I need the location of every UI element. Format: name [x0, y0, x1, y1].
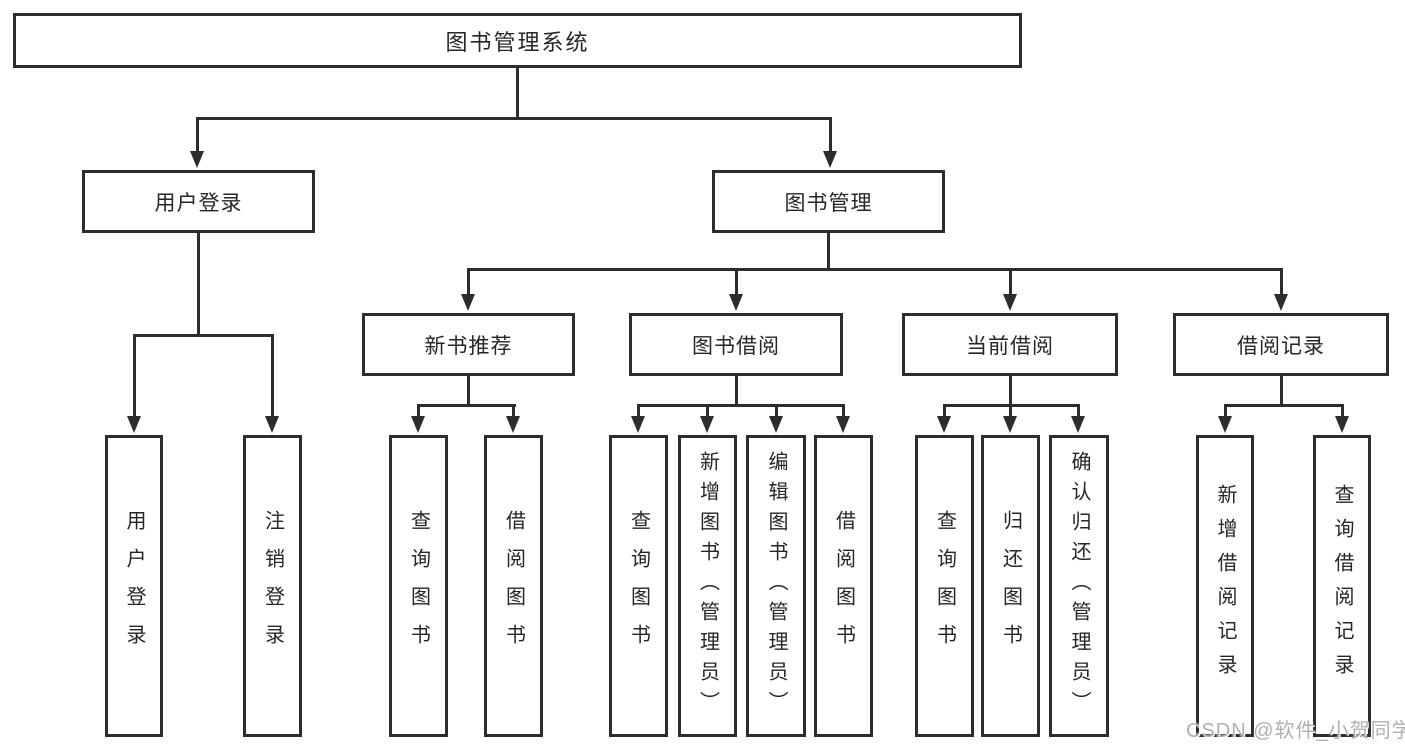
arrow-down-icon	[769, 416, 783, 433]
connector-line	[417, 404, 516, 407]
connector-line	[1280, 374, 1283, 407]
node-book-management-label: 图书管理	[784, 191, 873, 215]
arrow-down-icon	[836, 416, 850, 433]
node-current-borrowing-label: 当前借阅	[966, 334, 1054, 358]
node-leaf-edit-book-admin-label: 编辑图书（管理员）	[765, 451, 787, 721]
connector-line	[197, 231, 200, 336]
node-leaf-logout-label: 注销登录	[261, 510, 284, 662]
node-leaf-query-books-recommend-label: 查询图书	[407, 510, 430, 662]
node-leaf-add-book-admin: 新增图书（管理员）	[678, 435, 737, 737]
csdn-watermark: CSDN @软件_小贺同学	[1186, 720, 1405, 742]
connector-line	[1224, 404, 1227, 420]
connector-line	[1224, 404, 1344, 407]
node-leaf-return-book: 归还图书	[981, 435, 1040, 737]
connector-line	[133, 334, 136, 418]
arrow-down-icon	[1274, 294, 1288, 311]
node-library-system: 图书管理系统	[13, 13, 1022, 68]
node-leaf-add-book-admin-label: 新增图书（管理员）	[696, 451, 719, 721]
arrow-down-icon	[937, 416, 951, 433]
node-leaf-query-books-current: 查询图书	[915, 435, 974, 737]
arrow-down-icon	[411, 416, 425, 433]
connector-line	[417, 404, 420, 420]
connector-line	[133, 334, 274, 337]
arrow-down-icon	[1003, 416, 1017, 433]
arrow-down-icon	[823, 151, 837, 168]
arrow-down-icon	[1003, 294, 1017, 311]
connector-line	[467, 268, 1283, 271]
node-leaf-query-books-borrow-label: 查询图书	[627, 510, 650, 662]
node-leaf-borrow-books-label: 借阅图书	[832, 510, 855, 662]
arrow-down-icon	[729, 294, 743, 311]
connector-line	[1077, 404, 1080, 420]
arrow-down-icon	[1218, 416, 1232, 433]
connector-line	[735, 268, 738, 297]
node-leaf-borrow-books: 借阅图书	[814, 435, 873, 737]
connector-line	[943, 404, 946, 420]
connector-line	[1009, 268, 1012, 297]
node-new-book-recommend-label: 新书推荐	[424, 334, 513, 358]
node-leaf-edit-book-admin: 编辑图书（管理员）	[746, 435, 806, 737]
arrow-down-icon	[461, 294, 475, 311]
node-leaf-confirm-return-admin-label: 确认归还（管理员）	[1068, 451, 1090, 721]
node-new-book-recommend: 新书推荐	[362, 313, 575, 376]
connector-line	[1280, 268, 1283, 297]
node-leaf-query-borrow-record: 查询借阅记录	[1313, 435, 1371, 737]
node-leaf-borrow-books-recommend: 借阅图书	[484, 435, 543, 737]
arrow-down-icon	[506, 416, 520, 433]
connector-line	[1009, 404, 1012, 420]
connector-line	[735, 374, 738, 407]
connector-line	[512, 404, 515, 420]
node-leaf-logout: 注销登录	[243, 435, 302, 737]
connector-line	[775, 404, 778, 420]
node-library-system-label: 图书管理系统	[445, 29, 590, 55]
connector-line	[706, 404, 709, 420]
node-current-borrowing: 当前借阅	[902, 313, 1118, 376]
arrow-down-icon	[631, 416, 645, 433]
connector-line	[1341, 404, 1344, 420]
node-leaf-query-books-current-label: 查询图书	[933, 510, 956, 662]
node-user-login: 用户登录	[82, 170, 315, 233]
arrow-down-icon	[1335, 416, 1349, 433]
node-book-borrowing-label: 图书借阅	[692, 334, 780, 358]
arrow-down-icon	[700, 416, 714, 433]
connector-line	[467, 374, 470, 407]
node-book-borrowing: 图书借阅	[629, 313, 843, 376]
node-leaf-query-borrow-record-label: 查询借阅记录	[1331, 484, 1353, 688]
node-leaf-add-borrow-record-label: 新增借阅记录	[1214, 484, 1236, 688]
connector-line	[637, 404, 845, 407]
node-leaf-query-books-borrow: 查询图书	[609, 435, 668, 737]
connector-line	[467, 268, 470, 297]
node-leaf-user-login-label: 用户登录	[123, 510, 145, 662]
connector-line	[827, 231, 830, 271]
connector-line	[196, 117, 199, 154]
arrow-down-icon	[1071, 416, 1085, 433]
arrow-down-icon	[265, 416, 279, 433]
node-leaf-confirm-return-admin: 确认归还（管理员）	[1049, 435, 1109, 737]
node-leaf-query-books-recommend: 查询图书	[389, 435, 448, 737]
node-book-management: 图书管理	[712, 170, 945, 233]
arrow-down-icon	[127, 416, 141, 433]
connector-line	[829, 117, 832, 154]
node-leaf-borrow-books-recommend-label: 借阅图书	[502, 510, 525, 662]
connector-line	[271, 334, 274, 418]
node-leaf-user-login: 用户登录	[105, 435, 163, 737]
node-borrowing-records: 借阅记录	[1173, 313, 1389, 376]
node-user-login-label: 用户登录	[154, 191, 243, 215]
node-leaf-return-book-label: 归还图书	[999, 510, 1022, 662]
connector-line	[637, 404, 640, 420]
connector-line	[1009, 374, 1012, 407]
node-borrowing-records-label: 借阅记录	[1237, 334, 1325, 358]
connector-line	[516, 66, 519, 119]
arrow-down-icon	[190, 151, 204, 168]
connector-line	[196, 117, 832, 120]
node-leaf-add-borrow-record: 新增借阅记录	[1196, 435, 1254, 737]
connector-line	[842, 404, 845, 420]
